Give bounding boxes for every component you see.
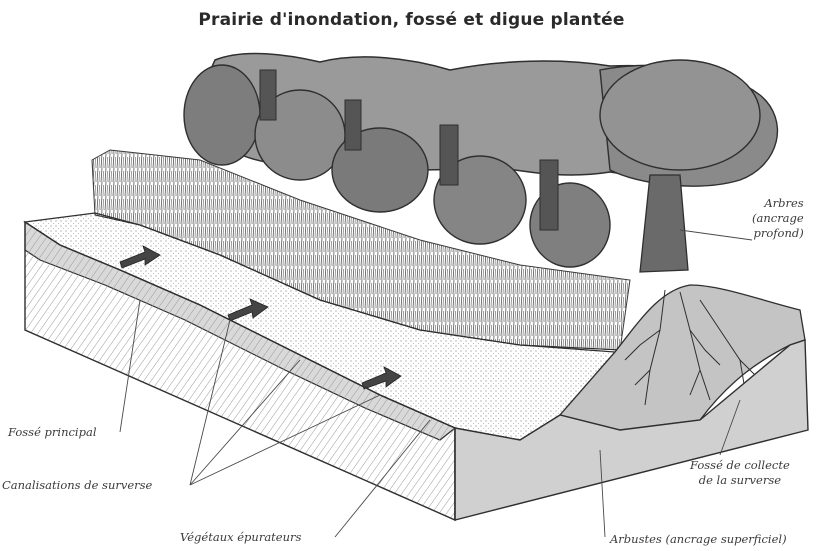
label-fosse-principal: Fossé principal (8, 425, 97, 440)
label-canalisations: Canalisations de surverse (2, 478, 152, 493)
label-fosse-collecte-line1: Fossé de collecte (690, 458, 790, 473)
tree-trunk-1 (260, 70, 276, 120)
tree-trunk-5 (640, 175, 688, 272)
label-fosse-collecte-line2: de la surverse (690, 473, 790, 488)
tree-trunk-3 (440, 125, 458, 185)
tree-trunk-4 (540, 160, 558, 230)
label-vegetaux: Végétaux épurateurs (180, 530, 301, 545)
tree-crown-1 (184, 65, 260, 165)
tree-trunk-2 (345, 100, 361, 150)
label-arbustes: Arbustes (ancrage superficiel) (610, 532, 787, 547)
label-arbres-line2: (ancrage (752, 211, 804, 226)
label-arbres-line1: Arbres (752, 196, 804, 211)
label-arbres: Arbres (ancrage profond) (752, 196, 804, 241)
label-arbres-line3: profond) (752, 226, 804, 241)
tree-crown-6 (600, 60, 760, 170)
label-fosse-collecte: Fossé de collecte de la surverse (690, 458, 790, 488)
